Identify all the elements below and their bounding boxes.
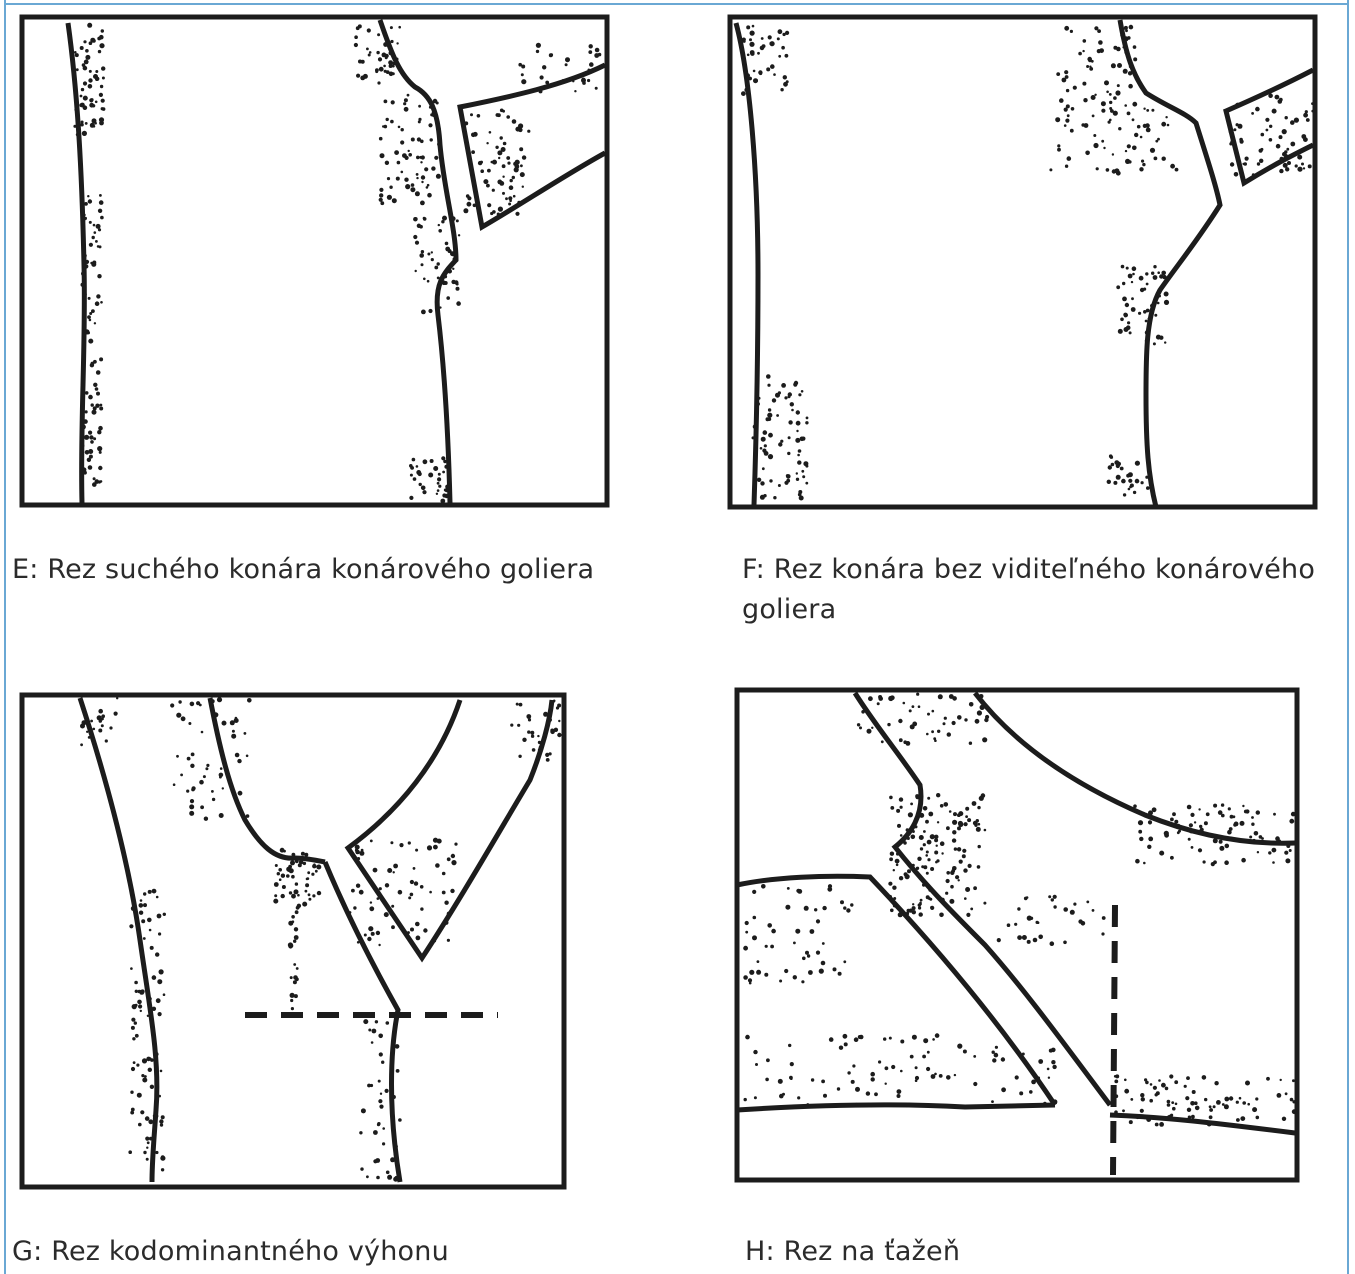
panel-f-svg [728, 15, 1318, 510]
stipple-g-dotline [288, 910, 299, 1010]
stipple-g-left [80, 697, 166, 1172]
stipple-e-branch [463, 43, 601, 216]
stipple-g-crotch [170, 697, 321, 910]
stipple-f-collar [1049, 25, 1178, 497]
panel-e-svg [20, 15, 610, 510]
stipple-g-stem [349, 700, 562, 1182]
stipple-e-collar [354, 24, 461, 503]
page-border-right [1347, 0, 1349, 1274]
panel-f-drawing [728, 15, 1318, 510]
page-border-top [4, 3, 1349, 5]
panel-h-drawing [735, 685, 1301, 1187]
panel-g-svg [20, 690, 570, 1192]
panel-g-drawing [20, 690, 570, 1192]
panel-h-svg [735, 685, 1301, 1187]
stipple-h-right [1114, 803, 1297, 1126]
stipple-e-left [73, 23, 105, 495]
caption-g: G: Rez kodominantného výhonu [12, 1232, 632, 1272]
stipple-h-lower [743, 884, 1057, 1106]
caption-f: F: Rez konára bez viditeľného konárového… [742, 550, 1332, 630]
page-border-left [4, 0, 6, 1274]
caption-h: H: Rez na ťažeň [745, 1232, 1305, 1272]
stipple-h-dotline [997, 895, 1106, 946]
caption-e: E: Rez suchého konára konárového goliera [12, 550, 632, 590]
panel-e-drawing [20, 15, 610, 510]
